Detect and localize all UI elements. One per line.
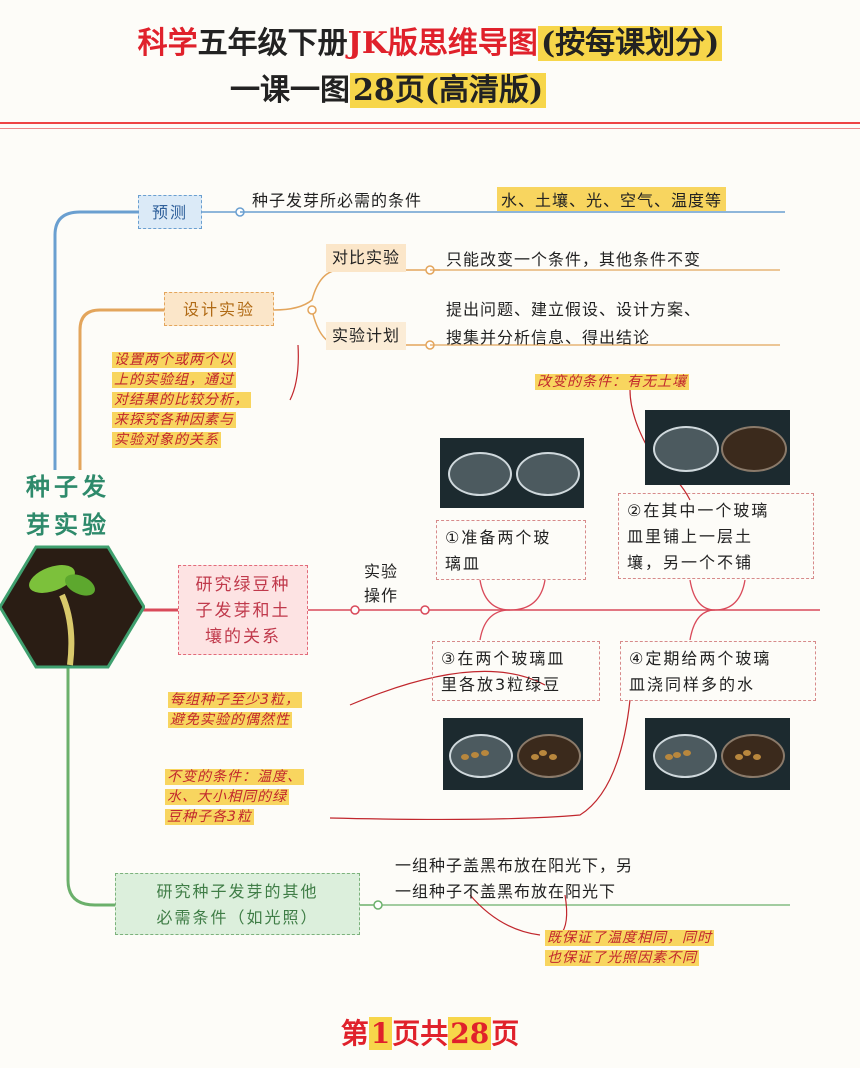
changed-condition-note: 改变的条件：有无土壤: [535, 374, 689, 390]
header-divider: [0, 122, 860, 124]
photo-dishes-with-beans: [443, 718, 583, 790]
step-2: ②在其中一个玻璃 皿里铺上一层土 壤，另一个不铺: [618, 493, 814, 579]
page-title-line1: 科学五年级下册JK版思维导图(按每课划分): [0, 18, 860, 62]
page-indicator: 第1页共28页: [340, 1017, 520, 1050]
predict-condition: 种子发芽所必需的条件: [252, 191, 423, 210]
predict-answer: 水、土壤、光、空气、温度等: [497, 187, 727, 211]
photo-dish-with-soil: [645, 410, 790, 485]
seedling-image: [0, 545, 145, 669]
step-3: ③在两个玻璃皿 里各放3粒绿豆: [432, 641, 600, 701]
step-4: ④定期给两个玻璃 皿浇同样多的水: [620, 641, 816, 701]
node-other-conditions: 研究种子发芽的其他 必需条件（如光照）: [115, 873, 360, 935]
bean-count-note: 每组种子至少3粒， 避免实验的偶然性: [168, 692, 302, 728]
unchanged-condition-note: 不变的条件：温度、 水、大小相同的绿 豆种子各3粒: [165, 769, 304, 825]
step-1: ①准备两个玻 璃皿: [436, 520, 586, 580]
experiment-plan-line1: 提出问题、建立假设、设计方案、: [446, 300, 702, 319]
light-experiment-note: 既保证了温度相同，同时 也保证了光照因素不同: [545, 930, 714, 966]
light-experiment-text: 一组种子盖黑布放在阳光下，另 一组种子不盖黑布放在阳光下: [395, 856, 634, 901]
design-note: 设置两个或两个以 上的实验组，通过 对结果的比较分析， 来探究各种因素与 实验对…: [112, 352, 251, 448]
experiment-plan-tag: 实验计划: [326, 322, 407, 350]
node-green-bean-soil: 研究绿豆种 子发芽和土 壤的关系: [178, 565, 308, 655]
compare-experiment-text: 只能改变一个条件，其他条件不变: [446, 250, 702, 269]
photo-dishes-watered: [645, 718, 790, 790]
central-topic: 种子发 芽实验: [26, 473, 110, 539]
node-predict: 预测: [138, 195, 202, 229]
compare-experiment-tag: 对比实验: [326, 244, 407, 272]
node-design-experiment: 设计实验: [164, 292, 274, 326]
header-divider-thin: [0, 128, 860, 129]
photo-two-empty-dishes: [440, 438, 584, 508]
experiment-plan-line2: 搜集并分析信息、得出结论: [446, 328, 651, 347]
experiment-operation-label: 实验 操作: [364, 562, 399, 605]
